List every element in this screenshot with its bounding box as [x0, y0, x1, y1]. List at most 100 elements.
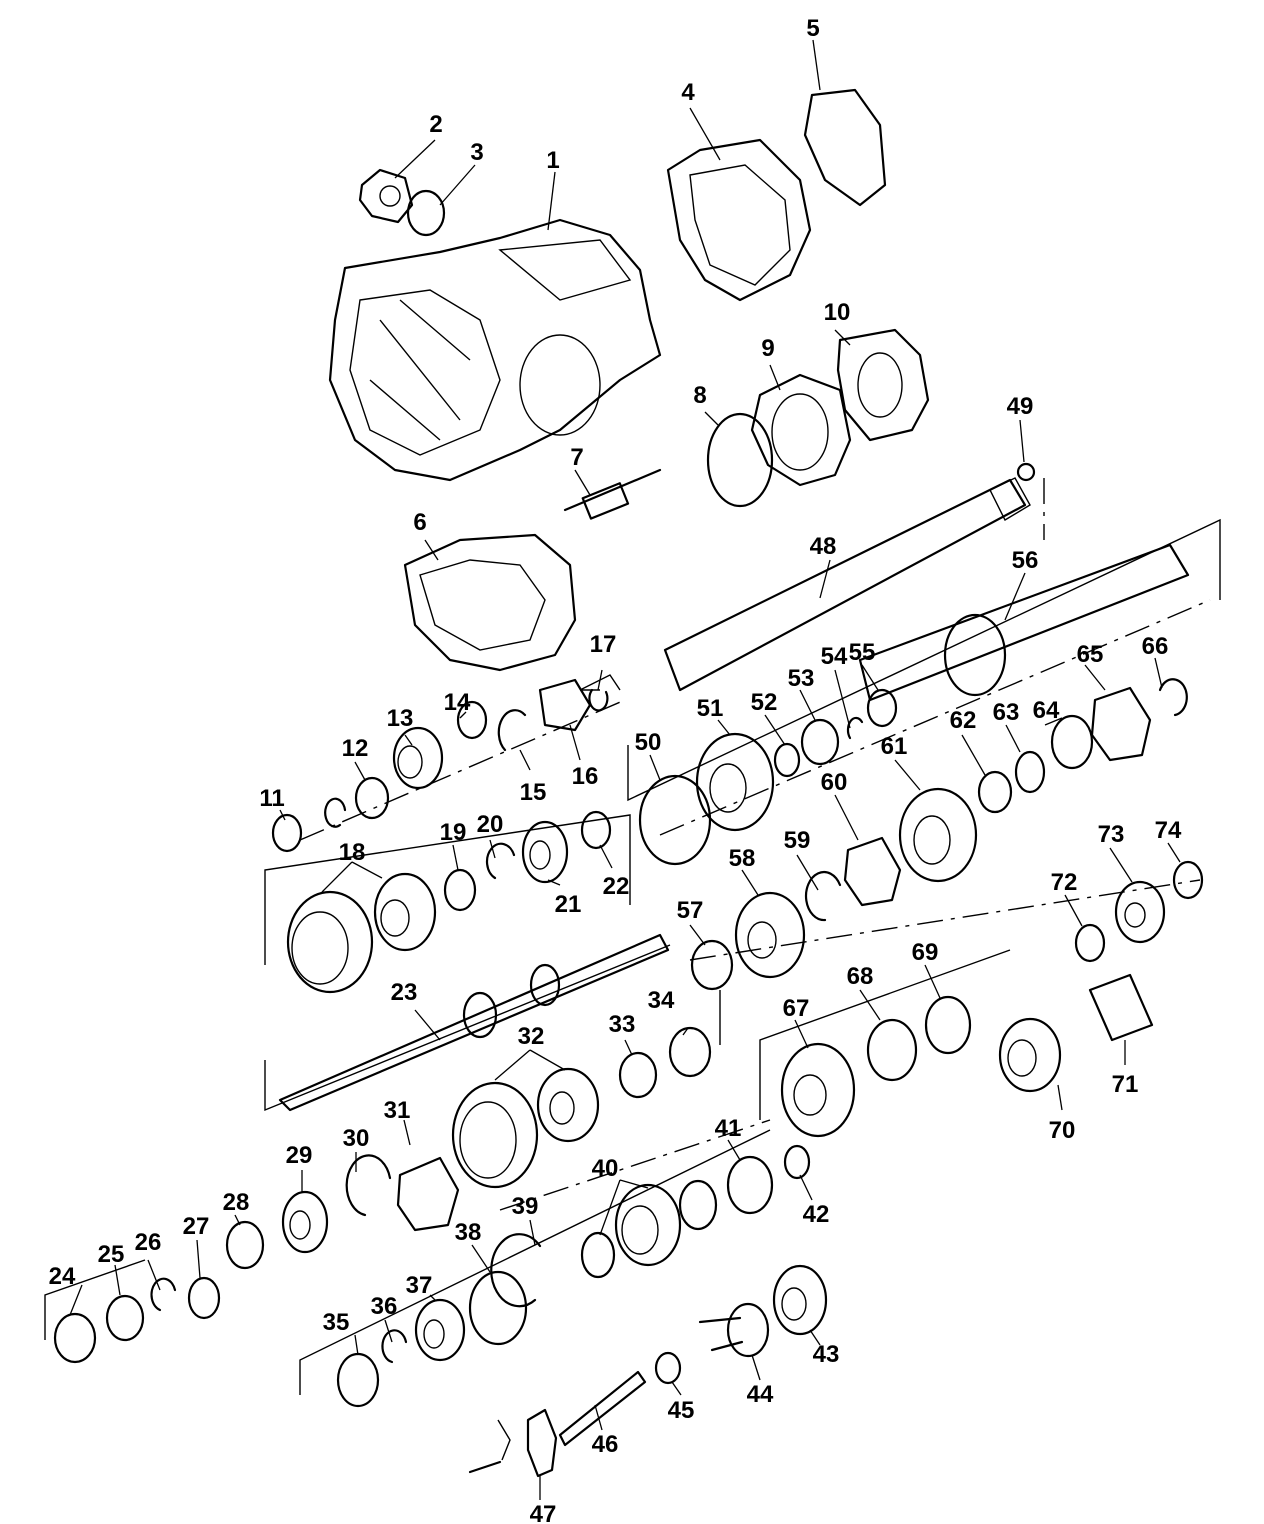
part-9-carrier [750, 373, 852, 487]
callout-58: 58 [729, 845, 756, 872]
part-63-ring [1014, 750, 1046, 794]
callout-56: 56 [1012, 547, 1039, 574]
part-72-washer [1074, 923, 1106, 963]
part-2-cover [358, 168, 414, 224]
part-53-bearing [800, 718, 840, 766]
part-61-synchro-gear [898, 787, 978, 883]
part-34-bushing [668, 1026, 712, 1078]
part-74-washer [1172, 860, 1204, 900]
part-12-washer [354, 776, 390, 820]
callout-15: 15 [520, 779, 547, 806]
part-42-plug [783, 1144, 811, 1180]
callout-17: 17 [590, 631, 617, 658]
part-29-gear [281, 1190, 329, 1254]
callout-67: 67 [783, 995, 810, 1022]
callout-51: 51 [697, 695, 724, 722]
part-69-ring [924, 995, 972, 1055]
part-16-clip [538, 678, 592, 732]
callout-16: 16 [572, 763, 599, 790]
callout-43: 43 [813, 1341, 840, 1368]
part-7-shift-rod [563, 468, 662, 520]
callout-4: 4 [681, 79, 695, 106]
callout-32: 32 [518, 1023, 545, 1050]
part-6-extension-housing [403, 533, 577, 672]
part-65-synchro-ring [1090, 686, 1152, 762]
part-22-bushing [580, 810, 612, 850]
part-57-needle-bearing [690, 939, 734, 991]
part-14-bushing [456, 700, 488, 740]
part-73-gear [1114, 880, 1166, 944]
callout-62: 62 [950, 707, 977, 734]
callout-11: 11 [259, 785, 284, 812]
part-5-gasket [803, 88, 887, 207]
callout-68: 68 [847, 963, 874, 990]
part-51-bearing [695, 732, 775, 832]
callout-39: 39 [512, 1193, 539, 1220]
part-55-bearing [866, 688, 898, 728]
callout-47: 47 [530, 1501, 557, 1524]
callout-54: 54 [821, 643, 848, 670]
callouts-layer: 1 2 3 4 5 6 7 8 9 10 11 12 13 14 15 16 1… [49, 15, 1182, 1524]
part-31-synchro-ring [396, 1156, 460, 1232]
callout-26: 26 [135, 1229, 162, 1256]
part-46-rod [558, 1370, 647, 1447]
callout-22: 22 [603, 873, 630, 900]
part-30-snap-ring [345, 1154, 392, 1217]
callout-2: 2 [429, 111, 442, 138]
callout-72: 72 [1051, 869, 1078, 896]
part-71-sleeve [1088, 973, 1154, 1042]
callout-64: 64 [1033, 697, 1060, 724]
callout-41: 41 [715, 1115, 742, 1142]
callout-25: 25 [98, 1241, 125, 1268]
callout-34: 34 [648, 987, 675, 1014]
part-24-ring [53, 1312, 97, 1364]
callout-66: 66 [1142, 633, 1169, 660]
part-4-rear-case [666, 138, 812, 302]
part-26-snap-ring [150, 1277, 177, 1312]
part-35-synchro-ring [336, 1352, 380, 1408]
part-54-clip [846, 716, 864, 740]
callout-31: 31 [384, 1097, 411, 1124]
callout-30: 30 [343, 1125, 370, 1152]
callout-14: 14 [444, 689, 471, 716]
callout-29: 29 [286, 1142, 313, 1169]
part-66-snap-ring [1158, 678, 1188, 717]
part-10-housing [836, 328, 930, 442]
callout-35: 35 [323, 1309, 350, 1336]
callout-7: 7 [570, 444, 583, 471]
callout-73: 73 [1098, 821, 1125, 848]
part-3-ring [406, 189, 446, 237]
part-58-gear [734, 891, 806, 979]
callout-36: 36 [371, 1293, 398, 1320]
part-44-shift-fork [698, 1302, 770, 1358]
callout-61: 61 [881, 733, 908, 760]
callout-74: 74 [1155, 817, 1182, 844]
callout-38: 38 [455, 1219, 482, 1246]
callout-52: 52 [751, 689, 778, 716]
callout-12: 12 [342, 735, 369, 762]
part-28-needle-bearing [225, 1220, 265, 1270]
callout-21: 21 [555, 891, 582, 918]
part-49-plug [1016, 462, 1036, 482]
part-59-snap-ring [804, 870, 842, 922]
callout-71: 71 [1112, 1071, 1139, 1098]
callout-33: 33 [609, 1011, 636, 1038]
callout-19: 19 [440, 819, 467, 846]
part-37-gear [414, 1298, 466, 1362]
part-36-snap-ring [381, 1329, 408, 1364]
part-52-washer [773, 742, 801, 778]
callout-18: 18 [339, 839, 366, 866]
part-33-sleeve [618, 1051, 658, 1099]
callout-1: 1 [546, 147, 559, 174]
part-43-gear [772, 1264, 828, 1336]
callout-3: 3 [470, 139, 483, 166]
part-38-ring [468, 1270, 528, 1346]
part-27-ring [187, 1276, 221, 1320]
callout-42: 42 [803, 1201, 830, 1228]
part-68-bearing [866, 1018, 918, 1082]
callout-37: 37 [406, 1272, 433, 1299]
part-13-gear [392, 726, 444, 790]
part-64-bearing [1050, 714, 1094, 770]
callout-50: 50 [635, 729, 662, 756]
callout-45: 45 [668, 1397, 695, 1424]
